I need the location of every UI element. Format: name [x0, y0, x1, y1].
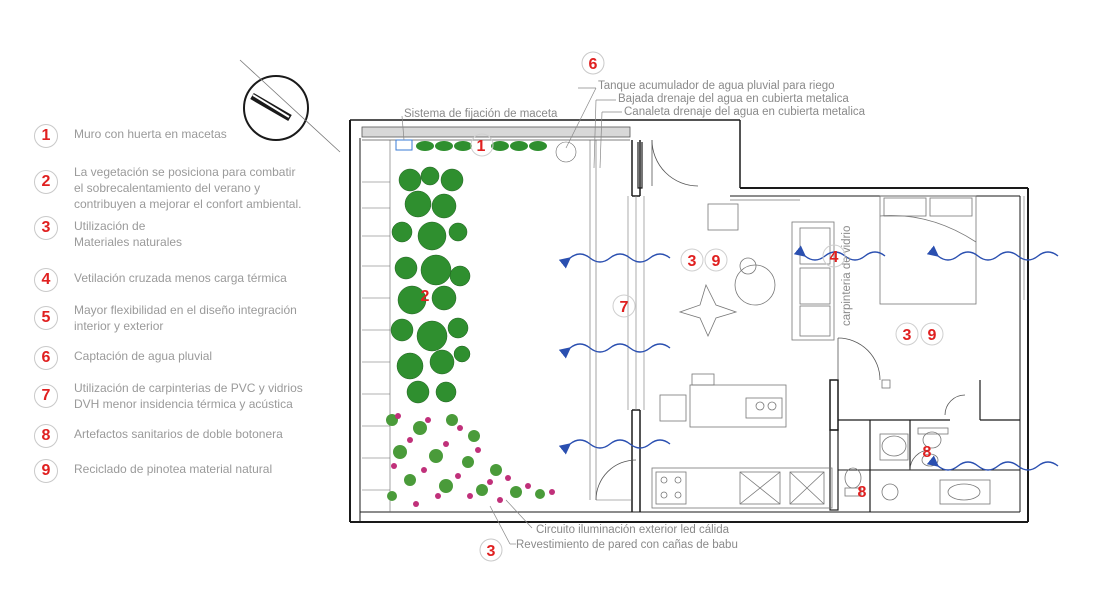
label-revestimiento: Revestimiento de pared con cañas de babu	[516, 539, 738, 551]
marker-9a: 9	[712, 253, 721, 270]
legend-number: 6	[34, 346, 58, 370]
legend-number: 7	[34, 384, 58, 408]
glazing	[627, 196, 1025, 410]
planter-row	[395, 139, 547, 151]
marker-4: 4	[830, 249, 839, 266]
doors	[595, 139, 966, 501]
legend-number: 9	[34, 459, 58, 483]
marker-8a: 8	[923, 444, 932, 461]
legend-text: Mayor flexibilidad en el diseño integrac…	[74, 303, 297, 333]
label-circuito: Circuito iluminación exterior led cálida	[536, 524, 730, 536]
legend-number: 2	[34, 170, 58, 194]
plan-markers: 1 2 3 9 4 7 3 9 8 8	[421, 133, 944, 501]
label-carpinteria: carpinteria de vidrio	[841, 226, 853, 326]
marker-9b: 9	[928, 327, 937, 344]
circle-3-bottom	[479, 538, 503, 562]
furniture	[651, 195, 991, 509]
label-tanque: Tanque acumulador de agua pluvial para r…	[598, 80, 835, 92]
label-bajada: Bajada drenaje del agua en cubierta meta…	[618, 93, 849, 105]
garden-area	[362, 140, 632, 512]
flowering-plants	[386, 413, 555, 507]
legend-text: Utilización de carpinterias de PVC y vid…	[74, 381, 303, 411]
legend-text: Utilización de Materiales naturales	[74, 219, 183, 249]
circle-6	[581, 51, 605, 75]
roof-gutter	[361, 126, 631, 141]
marker-3b: 3	[903, 327, 912, 344]
marker-3a: 3	[688, 253, 697, 270]
label-canaleta: Canaleta drenaje del agua en cubierta me…	[624, 106, 866, 118]
marker-2: 2	[421, 288, 430, 305]
marker-8b: 8	[858, 484, 867, 501]
legend-number: 8	[34, 424, 58, 448]
legend-text: Artefactos sanitarios de doble botonera	[74, 427, 283, 441]
legend-number: 5	[34, 306, 58, 330]
vegetation	[390, 166, 471, 404]
legend-number: 3	[34, 216, 58, 240]
legend-text: Muro con huerta en macetas	[74, 127, 227, 141]
north-arrow-icon	[239, 59, 341, 153]
airflow-arrow-icon	[558, 245, 1059, 471]
leader-lines	[401, 87, 622, 545]
legend-number: 4	[34, 268, 58, 292]
marker-7: 7	[620, 299, 629, 316]
annotation-6-number: 6	[589, 56, 598, 73]
legend-text: Captación de agua pluvial	[74, 349, 213, 363]
label-sistema: Sistema de fijación de maceta	[404, 108, 558, 120]
legend-text: La vegetación se posiciona para combatir…	[74, 165, 302, 211]
legend-text: Reciclado de pinotea material natural	[74, 462, 273, 476]
legend-number: 1	[34, 124, 58, 148]
marker-1: 1	[477, 138, 486, 155]
legend-text: Vetilación cruzada menos carga térmica	[74, 271, 287, 285]
annotation-3-number: 3	[487, 543, 496, 560]
walls	[349, 119, 1029, 523]
